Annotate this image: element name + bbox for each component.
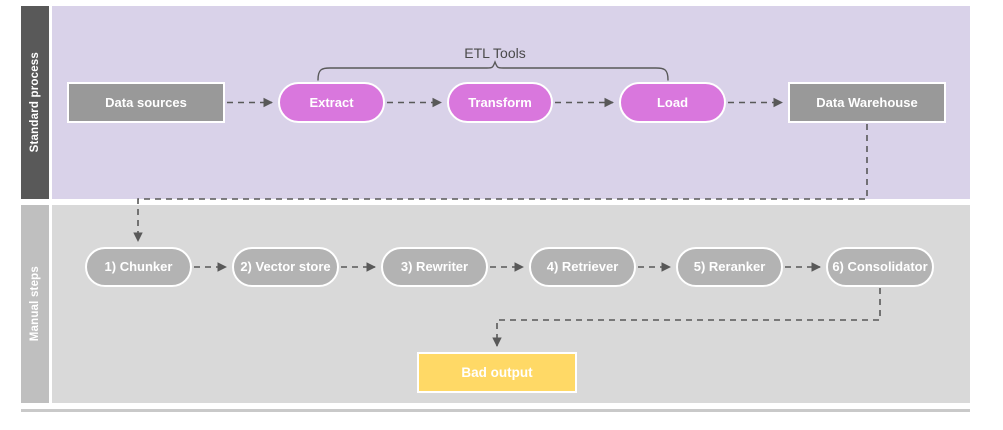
node-load[interactable]: Load — [619, 82, 726, 123]
lane-label-standard-process-text: Standard process — [29, 52, 41, 153]
node-chunker[interactable]: 1) Chunker — [85, 247, 192, 287]
node-bad-output[interactable]: Bad output — [417, 352, 577, 393]
node-vector-store[interactable]: 2) Vector store — [232, 247, 339, 287]
node-extract[interactable]: Extract — [278, 82, 385, 123]
lane-label-manual-steps: Manual steps — [21, 205, 49, 403]
node-reranker[interactable]: 5) Reranker — [676, 247, 783, 287]
bottom-divider — [21, 409, 970, 412]
etl-tools-label: ETL Tools — [464, 45, 526, 61]
node-consolidator[interactable]: 6) Consolidator — [826, 247, 934, 287]
node-data-warehouse[interactable]: Data Warehouse — [788, 82, 946, 123]
node-rewriter[interactable]: 3) Rewriter — [381, 247, 488, 287]
lane-label-standard-process: Standard process — [21, 6, 49, 199]
node-retriever[interactable]: 4) Retriever — [529, 247, 636, 287]
node-transform[interactable]: Transform — [447, 82, 553, 123]
node-data-sources[interactable]: Data sources — [67, 82, 225, 123]
lane-label-manual-steps-text: Manual steps — [29, 266, 41, 342]
